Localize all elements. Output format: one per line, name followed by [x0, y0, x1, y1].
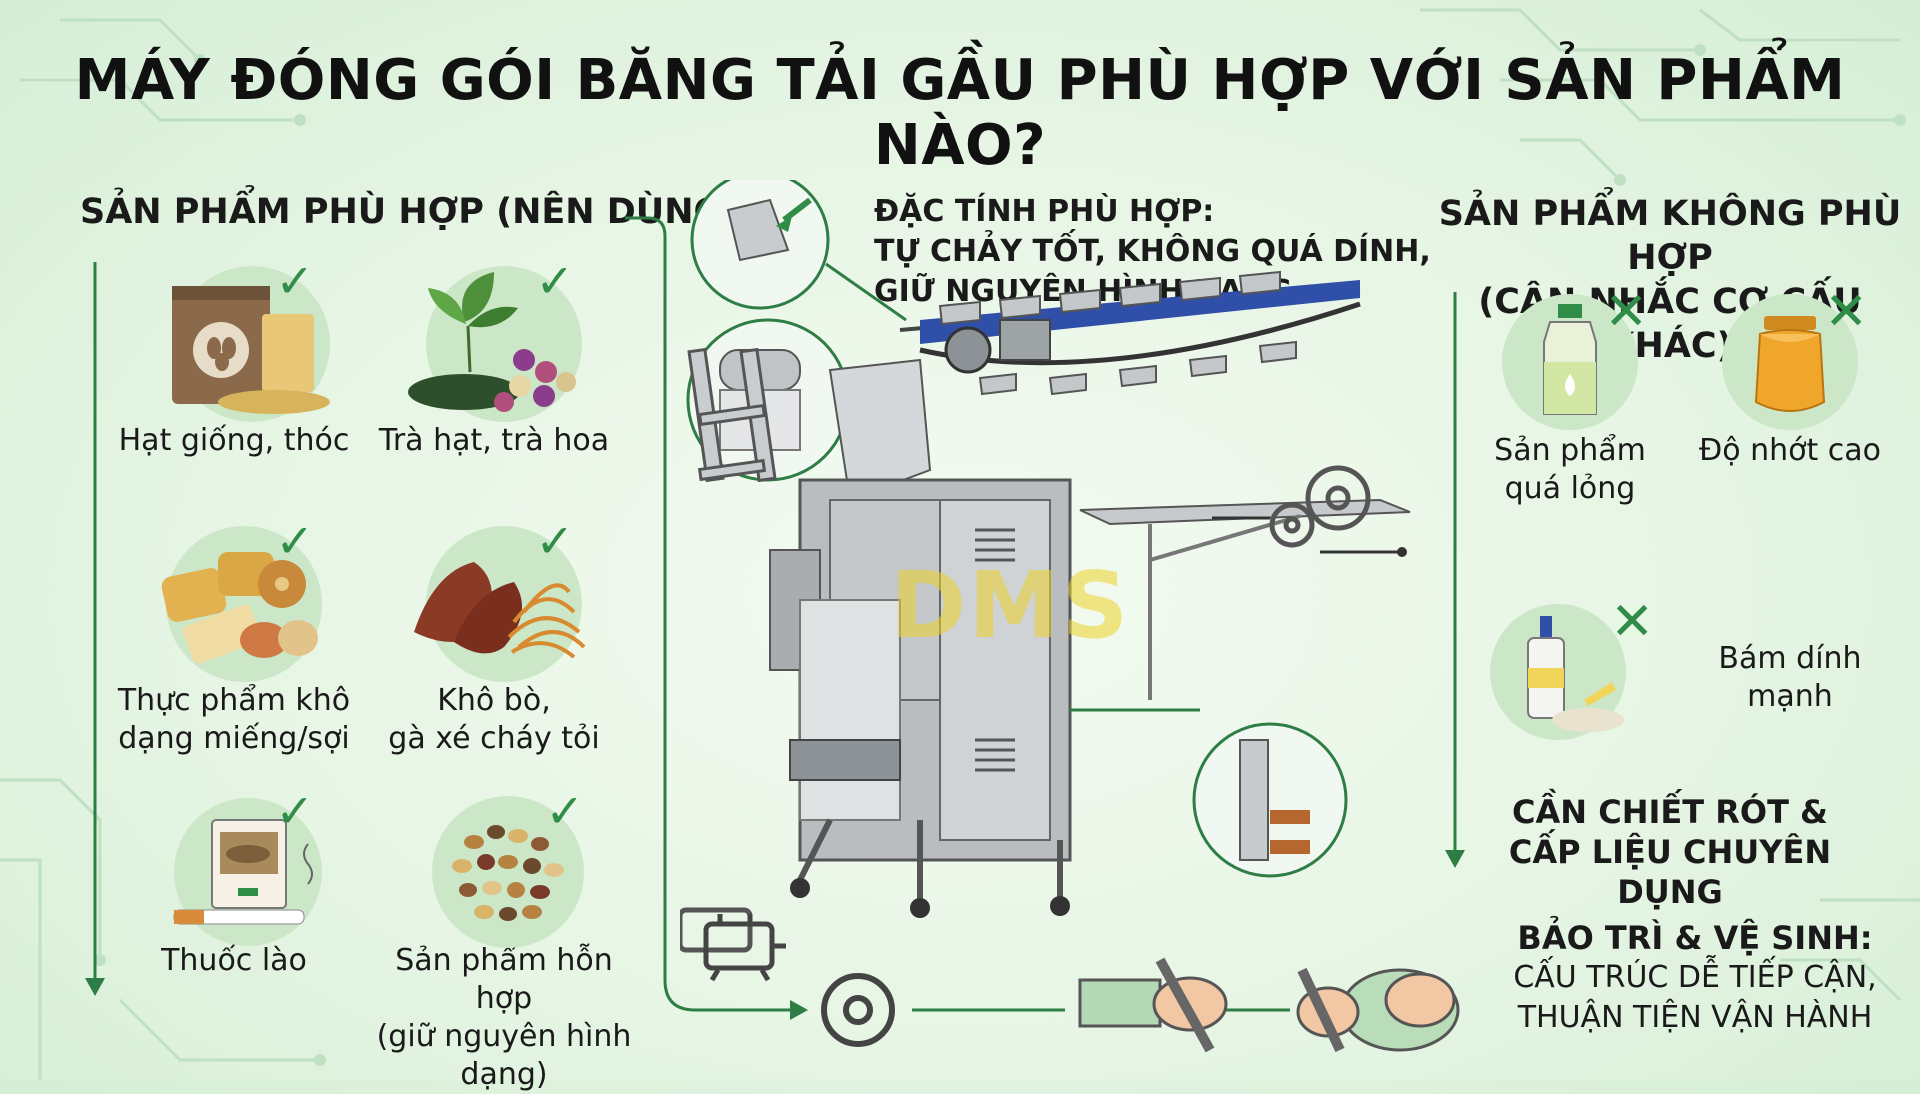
motor-icon — [703, 914, 786, 982]
product-label: Thực phẩm khô dạng miếng/sợi — [117, 683, 351, 756]
dried-food-icon — [161, 526, 322, 682]
tea-leaf-flower-icon — [408, 266, 582, 422]
product-label: Trà hạt, trà hoa — [378, 423, 610, 458]
product-item-tobacco: ✓ Thuốc lào — [104, 784, 364, 980]
honey-jar-icon — [1722, 294, 1858, 430]
wrench-hand-icon — [1078, 957, 1228, 1053]
cross-icon: ✕ — [1604, 282, 1648, 342]
product-item-dried-food: ✓ Thực phẩm khô dạng miếng/sợi — [104, 514, 364, 758]
page-title: MÁY ĐÓNG GÓI BĂNG TẢI GẦU PHÙ HỢP VỚI SẢ… — [74, 48, 1846, 178]
machine-cabinet — [769, 478, 1072, 918]
product-label: Thuốc lào — [161, 943, 307, 978]
unsuitable-label: Độ nhớt cao — [1698, 433, 1882, 468]
glue-bottle-icon — [1490, 604, 1626, 740]
dms-watermark: DMS — [890, 552, 1131, 659]
mixed-nuts-icon — [432, 796, 584, 948]
bucket-conveyor-packing-machine — [680, 180, 1411, 953]
jerky-icon — [414, 526, 586, 682]
unsuitable-item-liquid: ✕ Sản phẩm quá lỏng — [1440, 282, 1700, 508]
cross-icon: ✕ — [1610, 592, 1654, 652]
product-item-seeds: ✓ Hạt giống, thóc — [104, 254, 364, 460]
maintenance-flow-icons — [703, 914, 1460, 1053]
motor-icon — [680, 907, 753, 953]
maintenance-note: BẢO TRÌ & VỆ SINH: CẤU TRÚC DỄ TIẾP CẬN,… — [1513, 919, 1877, 1035]
unsuitable-label: Bám dính mạnh — [1718, 641, 1862, 714]
product-item-mixed-nuts: ✓ Sản phẩm hỗn hợp (giữ nguyên hình dạng… — [364, 784, 644, 1094]
tobacco-icon — [173, 798, 322, 946]
unsuitable-label: Sản phẩm quá lỏng — [1494, 433, 1646, 506]
product-label: Hạt giống, thóc — [118, 423, 350, 458]
checkmark-icon: ✓ — [535, 254, 574, 308]
checkmark-icon: ✓ — [275, 784, 314, 838]
checkmark-icon: ✓ — [275, 514, 314, 568]
unsuitable-item-sticky: ✕ — [1478, 592, 1654, 742]
sealing-detail-zoom — [1070, 708, 1348, 878]
suitable-products-heading: SẢN PHẨM PHÙ HỢP (NÊN DÙNG) — [80, 192, 739, 232]
checkmark-icon: ✓ — [545, 784, 584, 838]
bucket-conveyor — [899, 270, 1361, 396]
product-label: Sản phẩm hỗn hợp (giữ nguyên hình dạng) — [376, 943, 632, 1092]
bucket-detail-zoom — [690, 180, 907, 322]
unsuitable-item-viscous: ✕ Độ nhớt cao — [1660, 282, 1920, 470]
dedicated-filling-recommendation: CẦN CHIẾT RÓT & CẤP LIỆU CHUYÊN DỤNG — [1508, 793, 1832, 911]
gear-icon — [1269, 465, 1371, 548]
product-item-tea: ✓ Trà hạt, trà hoa — [364, 254, 624, 460]
product-item-jerky: ✓ Khô bò, gà xé cháy tỏi — [364, 514, 624, 758]
product-label: Khô bò, gà xé cháy tỏi — [388, 683, 600, 756]
checkmark-icon: ✓ — [275, 254, 314, 308]
checkmark-icon: ✓ — [535, 514, 574, 568]
liquid-bottle-icon — [1502, 294, 1638, 430]
cross-icon: ✕ — [1824, 282, 1868, 342]
gear-icon — [821, 973, 895, 1047]
seed-bag-icon — [172, 266, 330, 422]
cleaning-hands-icon — [1296, 967, 1460, 1053]
